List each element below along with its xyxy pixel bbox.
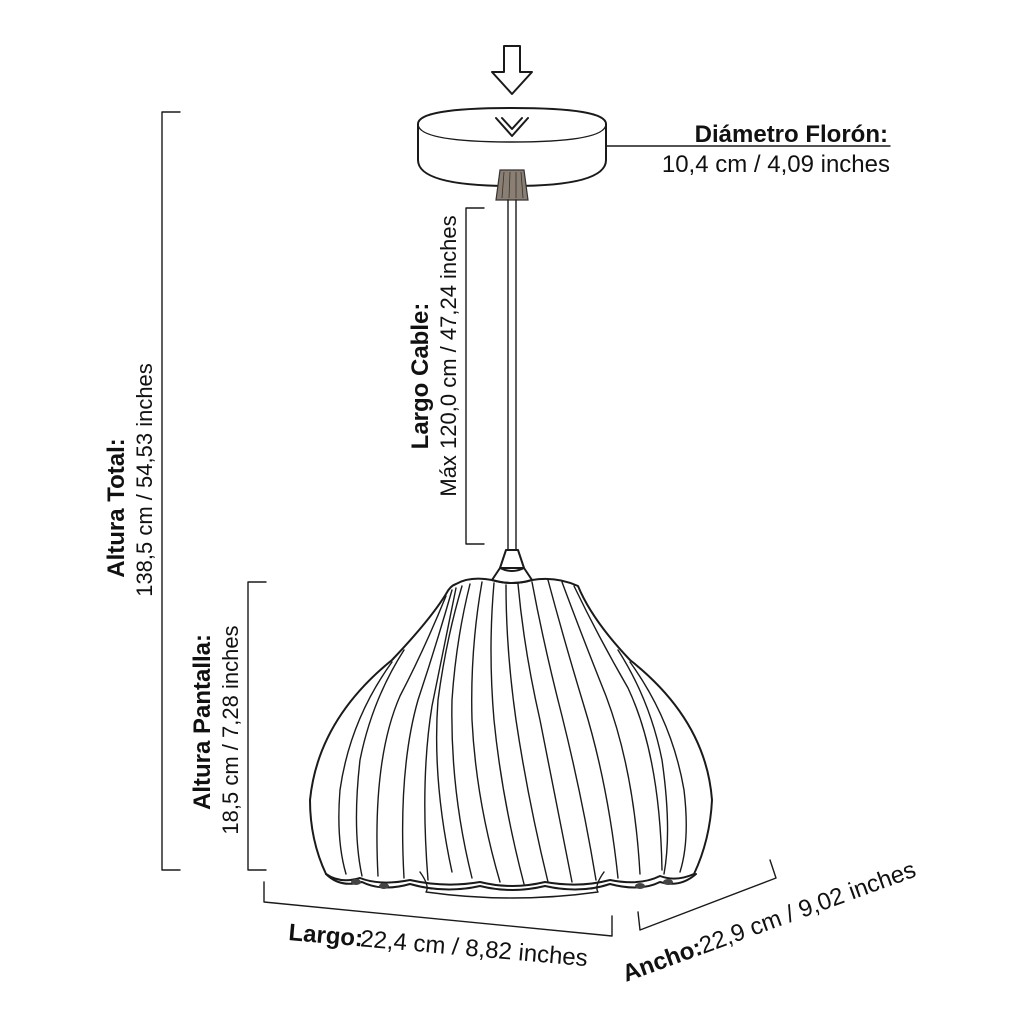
chevron-down-icon [495,117,529,137]
total-height-label: Altura Total: [103,438,130,578]
total-height-value: 138,5 cm / 54,53 inches [132,363,157,597]
cable-grip [495,169,529,201]
canopy-diameter-label: Diámetro Florón: [695,121,888,148]
total-height-bracket [161,111,181,871]
shade-height-bracket [247,581,267,871]
length-bracket [263,881,613,937]
canopy [417,107,607,187]
length-value: 22,4 cm / 8,82 inches [359,925,589,972]
width-label: Ancho: [619,934,706,988]
cable-length-bracket [465,207,485,545]
cable-length-label: Largo Cable: [407,303,434,450]
width-value: 22,9 cm / 9,02 inches [696,856,920,959]
shade-height-label: Altura Pantalla: [189,634,216,810]
lamp-shade [309,577,713,899]
shade-fitting [491,549,533,584]
cable-length-value: Máx 120,0 cm / 47,24 inches [436,215,461,496]
canopy-diameter-value: 10,4 cm / 4,09 inches [662,151,890,178]
length-label: Largo: [287,919,364,952]
width-bracket [637,859,777,931]
cable [507,199,517,551]
down-arrow-icon [491,45,533,95]
shade-height-value: 18,5 cm / 7,28 inches [218,625,243,834]
